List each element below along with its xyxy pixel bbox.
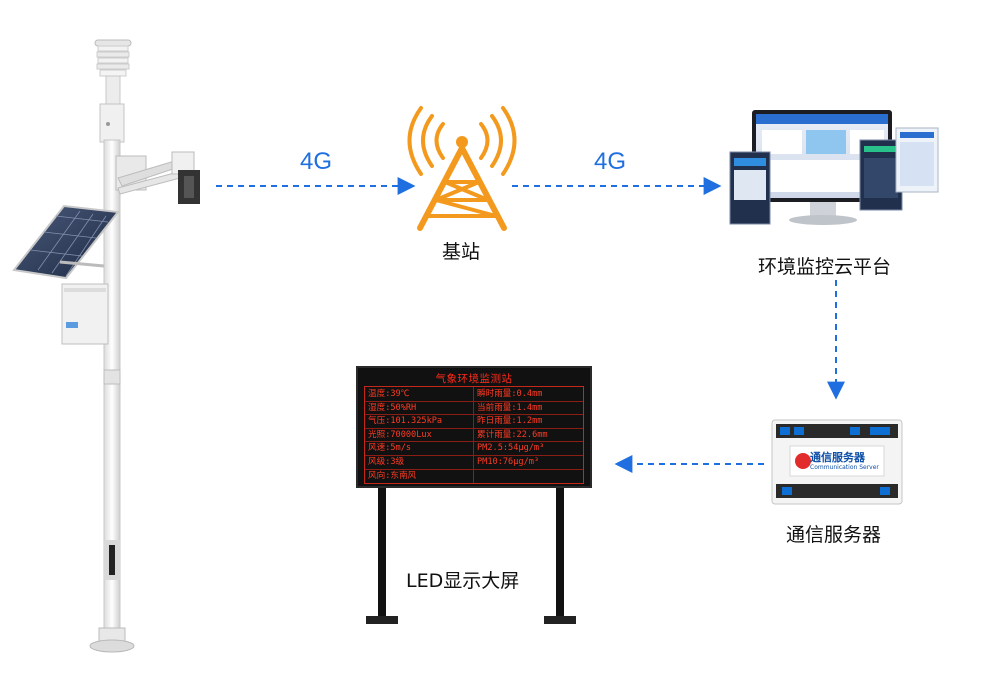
led-left-cell: 光照:70000Lux (368, 429, 432, 440)
comm-server-label: 通信服务器 (786, 524, 882, 546)
led-column-divider (473, 387, 474, 483)
led-display-board: 气象环境监测站 温度:39℃ 湿度:50%RH 气压:101.325kPa 光照:70… (356, 366, 592, 488)
led-left-cell: 风级:3级 (368, 457, 405, 467)
base-station-label: 基站 (442, 241, 481, 263)
device-brand-sub: Communication Server (810, 464, 879, 471)
led-left-cell: 风向:东南风 (368, 470, 417, 481)
device-brand: 通信服务器 (810, 451, 865, 464)
led-right-cell: 昨日雨量:1.2mm (477, 416, 543, 427)
communication-server-device (771, 419, 903, 505)
led-right-cell: PM10:76μg/m³ (477, 457, 540, 467)
weather-station-pole (12, 39, 200, 653)
led-row-divider (365, 400, 583, 402)
cloud-platform-label: 环境监控云平台 (758, 256, 892, 278)
tower-icon (407, 106, 517, 231)
led-right-cell: 当前雨量:1.4mm (477, 402, 543, 413)
led-row-divider (365, 455, 583, 456)
led-left-cell: 湿度:50%RH (368, 402, 417, 413)
led-data-grid: 温度:39℃ 湿度:50%RH 气压:101.325kPa 光照:70000Lux 风速… (364, 386, 584, 484)
led-title: 气象环境监测站 (435, 373, 513, 385)
led-right-cell: 瞬时雨量:0.4mm (477, 389, 543, 399)
led-stand (366, 488, 576, 624)
right-4g-label: 4G (594, 148, 627, 175)
led-row-divider (365, 427, 583, 429)
led-row-divider (365, 441, 583, 443)
led-screen-label: LED显示大屏 (406, 570, 520, 592)
led-row-divider (365, 468, 583, 470)
led-left-cell: 风速:5m/s (368, 443, 412, 454)
left-4g-label: 4G (300, 148, 333, 175)
led-right-cell: 累计雨量:22.6mm (477, 429, 548, 440)
cloud-platform-monitors (729, 110, 939, 225)
led-left-cell: 气压:101.325kPa (368, 416, 443, 427)
led-right-cell: PM2.5:54μg/m³ (477, 443, 545, 454)
led-left-cell: 温度:39℃ (368, 389, 410, 399)
led-row-divider (365, 414, 583, 416)
